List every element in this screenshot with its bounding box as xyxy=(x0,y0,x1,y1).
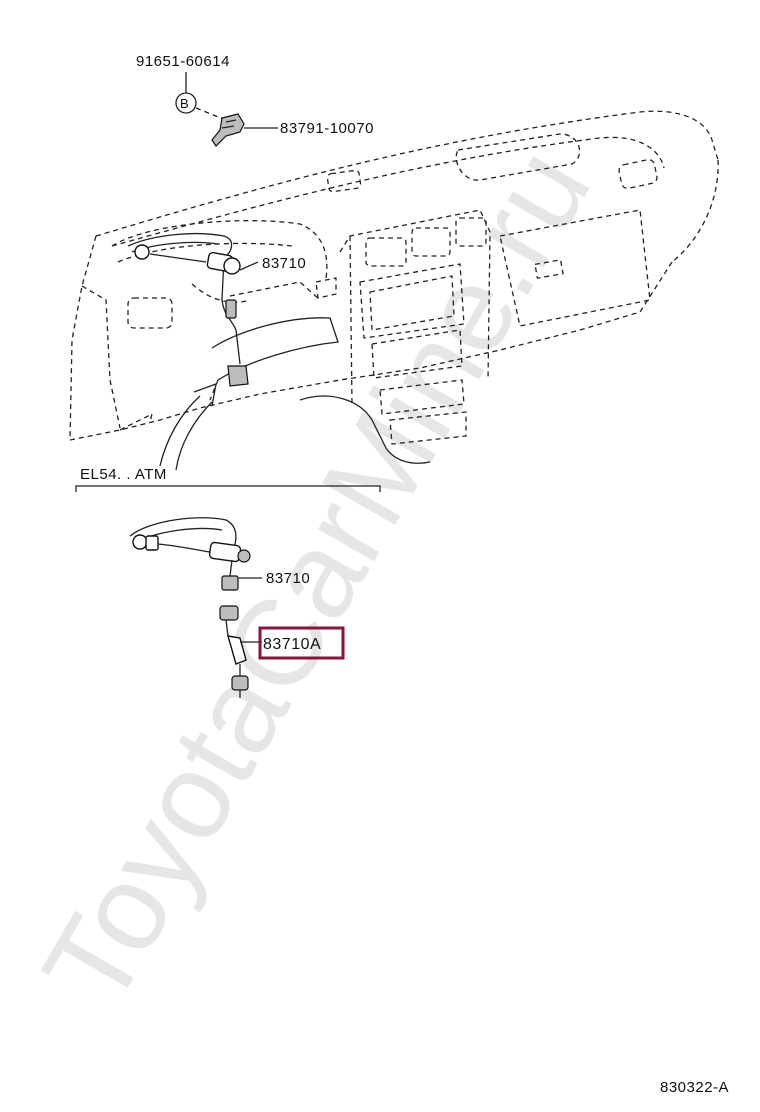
cable-atm-part-number[interactable]: 83710 xyxy=(266,570,310,587)
variant-label: EL54. . ATM xyxy=(80,466,167,483)
ref-circle-icon xyxy=(175,92,197,114)
speedometer-cable-atm xyxy=(129,517,262,591)
figure-code: 830322-A xyxy=(660,1079,729,1096)
speedometer-cable-atm-lower xyxy=(219,605,262,698)
cable-top-part-number[interactable]: 83710 xyxy=(262,255,306,272)
clamp-callout: 83791-10070 xyxy=(211,113,374,147)
bolt-ref-letter: B xyxy=(180,96,189,111)
watermark-text: ToyotaCarMine.ru xyxy=(17,126,616,1028)
cable-atm-lower-part-number[interactable]: 83710A xyxy=(263,636,321,653)
variant-bracket xyxy=(75,485,381,492)
location-arrow-icon xyxy=(159,383,217,471)
clamp-icon xyxy=(211,113,245,147)
highlight-box xyxy=(258,626,345,660)
speedometer-cable-top xyxy=(127,232,259,387)
bolt-part-number[interactable]: 91651-60614 xyxy=(136,53,230,70)
bolt-callout: 91651-60614 B xyxy=(136,53,230,122)
clamp-part-number[interactable]: 83791-10070 xyxy=(280,120,374,137)
dashboard-outline xyxy=(69,110,719,464)
